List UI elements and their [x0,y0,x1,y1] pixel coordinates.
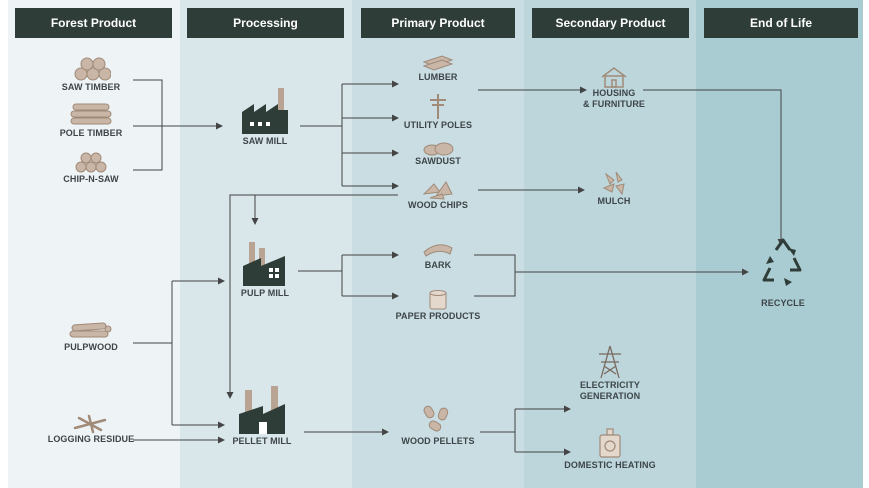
branches-icon [73,414,107,434]
node-saw-timber: SAW TIMBER [36,54,146,93]
pellets-icon [423,405,449,432]
bark-icon [423,244,453,257]
node-pulp-mill: PULP MILL [215,238,315,299]
label-pellet-mill: PELLET MILL [232,436,292,446]
column-band-primary-product [352,0,524,488]
label-mulch: MULCH [597,196,631,206]
header-primary-product: Primary Product [361,8,515,38]
node-wood-pellets: WOOD PELLETS [388,402,488,447]
label-saw-timber: SAW TIMBER [61,82,121,92]
factory-icon [242,88,288,134]
paper-roll-icon [429,290,447,310]
node-domestic-heating: DOMESTIC HEATING [550,428,670,471]
label-domestic-heating: DOMESTIC HEATING [564,460,656,470]
utility-pole-icon [430,94,446,119]
node-paper-products: PAPER PRODUCTS [378,289,498,322]
power-tower-icon [599,345,621,379]
label-logging-residue: LOGGING RESIDUE [47,434,135,444]
label-electricity-line2: GENERATION [579,391,641,401]
node-wood-chips: WOOD CHIPS [388,178,488,211]
header-forest-product: Forest Product [15,8,172,38]
node-mulch: MULCH [564,170,664,207]
node-logging-residue: LOGGING RESIDUE [36,410,146,445]
label-lumber: LUMBER [418,72,458,82]
label-housing-line1: HOUSING [592,88,636,98]
node-pellet-mill: PELLET MILL [212,384,312,447]
label-chip-n-saw: CHIP-N-SAW [63,174,119,184]
node-sawdust: SAWDUST [388,140,488,167]
label-bark: BARK [424,260,452,270]
label-paper-products: PAPER PRODUCTS [395,311,481,321]
label-wood-chips: WOOD CHIPS [407,200,468,210]
mulch-icon [602,171,625,196]
node-lumber: LUMBER [388,52,488,83]
label-pole-timber: POLE TIMBER [59,128,123,138]
label-pulp-mill: PULP MILL [240,288,290,298]
column-band-processing [180,0,352,488]
stove-icon [599,428,621,458]
recycle-icon [762,238,802,286]
label-electricity-line1: ELECTRICITY [579,380,641,390]
header-processing: Processing [187,8,344,38]
header-secondary-product: Secondary Product [532,8,689,38]
node-utility-poles: UTILITY POLES [388,92,488,131]
log-pile-icon [74,57,111,81]
wood-chips-icon [422,181,453,200]
header-end-of-life: End of Life [704,8,858,38]
label-utility-poles: UTILITY POLES [403,120,473,130]
node-recycle: RECYCLE [738,236,828,309]
log-bundle-icon [69,322,112,338]
boards-icon [422,55,454,71]
node-electricity-generation: ELECTRICITY GENERATION [560,344,660,402]
label-sawdust: SAWDUST [415,156,461,166]
house-icon [601,67,627,88]
label-wood-pellets: WOOD PELLETS [401,436,475,446]
node-chip-n-saw: CHIP-N-SAW [36,150,146,185]
label-recycle: RECYCLE [761,298,805,308]
column-band-secondary-product [524,0,696,488]
label-housing-line2: & FURNITURE [582,99,646,109]
factory-icon [239,386,285,434]
node-housing-furniture: HOUSING & FURNITURE [564,66,664,110]
label-pulpwood: PULPWOOD [64,342,118,352]
node-pole-timber: POLE TIMBER [36,102,146,139]
log-stack-icon [75,152,107,173]
factory-icon [243,242,285,286]
node-bark: BARK [388,238,488,271]
label-saw-mill: SAW MILL [242,136,288,146]
column-band-forest-product [8,0,180,488]
sawdust-pile-icon [423,142,454,156]
node-saw-mill: SAW MILL [215,86,315,147]
stacked-poles-icon [70,103,112,125]
node-pulpwood: PULPWOOD [36,320,146,353]
